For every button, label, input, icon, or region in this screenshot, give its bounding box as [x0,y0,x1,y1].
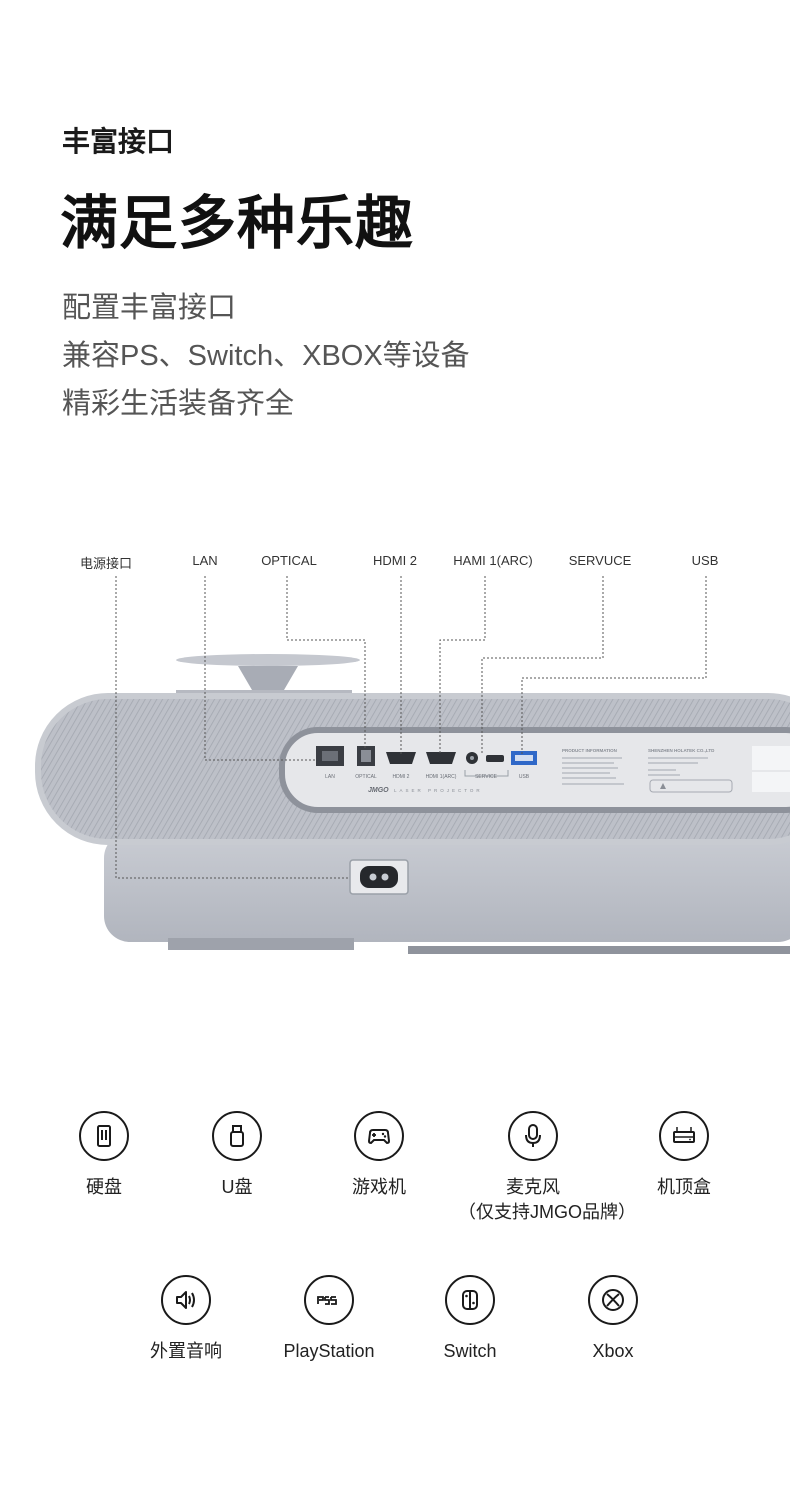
gamepad-icon [354,1111,404,1161]
device-label: 外置音响 [150,1341,222,1361]
usb-drive-icon [212,1111,262,1161]
xbox-icon [588,1275,638,1325]
device-microphone: 麦克风 （仅支持JMGO品牌） [458,1111,636,1225]
device-label: 麦克风 [506,1177,560,1197]
device-hard-drive: 硬盘 [29,1111,179,1200]
device-label: 游戏机 [352,1177,406,1197]
panel-brand: JMGO [368,787,389,794]
description-line-3: 精彩生活装备齐全 [62,388,295,420]
device-label: U盘 [221,1177,253,1197]
panel-product-line: LASER PROJECTOR [394,788,483,793]
device-label: 机顶盒 [657,1177,711,1197]
device-usb-drive: U盘 [162,1111,312,1200]
panel-label-hdmi1: HDMI 1(ARC) [426,774,457,780]
panel-label-usb: USB [519,774,530,780]
device-switch: Switch [395,1275,545,1364]
device-game-console: 游戏机 [304,1111,454,1200]
description-line-1: 配置丰富接口 [62,292,237,324]
panel-label-service: SERVICE [475,774,498,780]
device-label: PlayStation [283,1341,375,1361]
port-label-optical: OPTICAL [261,553,317,568]
section-title: 满足多种乐趣 [60,191,415,256]
description-line-2: 兼容PS、Switch、XBOX等设备 [62,340,470,372]
section-subtitle: 丰富接口 [62,126,175,157]
panel-company: SHENZHEN HOLATEK CO.,LTD [648,748,715,753]
device-label: 硬盘 [86,1177,122,1197]
hard-drive-icon [79,1111,129,1161]
ps5-icon [304,1275,354,1325]
port-label-usb: USB [691,553,719,568]
device-playstation: PlayStation [254,1275,404,1364]
port-label-service: SERVUCE [568,553,632,568]
panel-label-lan: LAN [325,774,335,780]
port-label-lan: LAN [192,553,218,568]
microphone-icon [508,1111,558,1161]
projector-rear-illustration: LAN OPTICAL HDMI 2 HDMI 1(ARC) SERVICE U… [35,576,790,954]
device-speaker: 外置音响 [111,1275,261,1364]
port-label-hdmi1-arc: HAMI 1(ARC) [453,553,533,568]
speaker-icon [161,1275,211,1325]
device-set-top-box: 机顶盒 [609,1111,759,1200]
device-label: Xbox [592,1341,634,1361]
panel-info-title: PRODUCT INFORMATION [562,748,617,753]
device-xbox: Xbox [538,1275,688,1364]
set-top-box-icon [659,1111,709,1161]
panel-label-optical: OPTICAL [355,774,377,780]
port-label-hdmi2: HDMI 2 [372,553,418,568]
device-label: Switch [443,1341,497,1361]
panel-label-hdmi2: HDMI 2 [393,774,410,780]
device-sublabel: （仅支持JMGO品牌） [458,1202,636,1222]
port-label-power: 电源接口 [79,556,133,571]
switch-icon [445,1275,495,1325]
